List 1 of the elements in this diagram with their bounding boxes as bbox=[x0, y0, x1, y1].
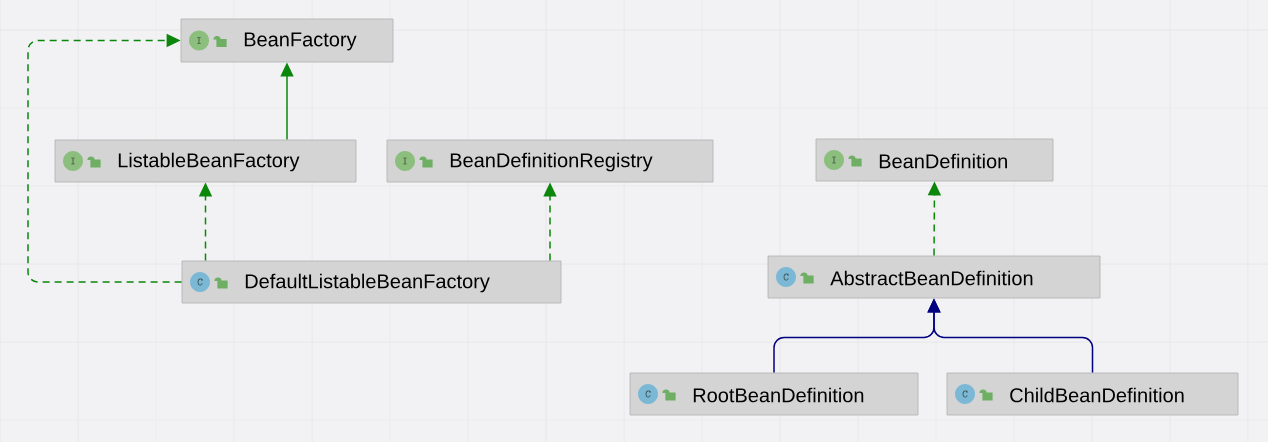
arrow bbox=[27, 33, 183, 283]
